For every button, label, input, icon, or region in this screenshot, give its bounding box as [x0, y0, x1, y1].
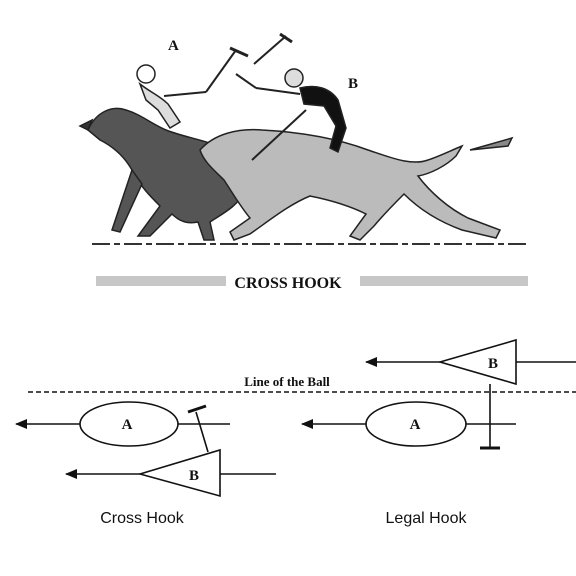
- player-b-label: B: [488, 356, 498, 372]
- player-a-oval: [79, 401, 179, 447]
- illustration-title: CROSS HOOK: [234, 275, 342, 292]
- line-of-ball-label: Line of the Ball: [244, 374, 330, 389]
- rider-a: [136, 46, 249, 130]
- rider-b-label: B: [348, 76, 358, 92]
- horse-b: [199, 128, 514, 241]
- cross-hook-diagram: A B Cross Hook: [15, 401, 276, 527]
- player-a-label: A: [410, 417, 421, 433]
- legal-hook-caption: Legal Hook: [386, 510, 468, 527]
- player-b-triangle: [437, 338, 517, 386]
- rider-b: [235, 32, 347, 161]
- player-a-label: A: [122, 417, 133, 433]
- player-a-oval: [365, 401, 467, 447]
- legal-hook-diagram: B A Legal Hook: [301, 338, 576, 527]
- hook-diagram: Line of the Ball A B Cross Hook B: [15, 338, 576, 527]
- polo-illustration: A B CROSS HOOK: [78, 32, 528, 292]
- player-b-triangle: [137, 448, 221, 498]
- mallet-head: [187, 404, 207, 414]
- player-b-label: B: [189, 468, 199, 484]
- cross-hook-caption: Cross Hook: [100, 510, 185, 527]
- smudged-caption: [96, 276, 528, 286]
- rider-a-label: A: [168, 38, 179, 54]
